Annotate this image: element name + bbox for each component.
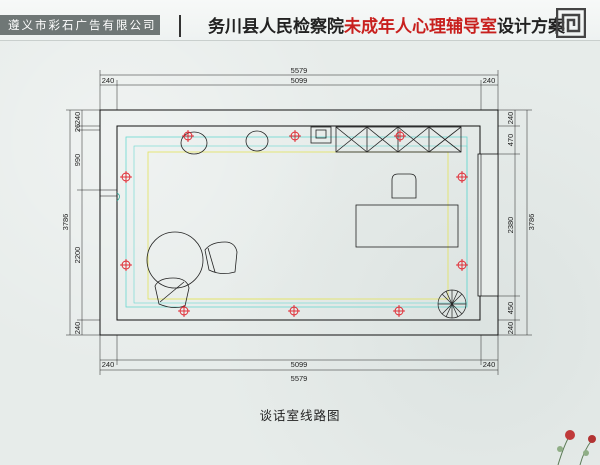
dim-left-a: 240 (73, 112, 82, 125)
socket-icon (456, 259, 468, 271)
dim-left-total: 3786 (61, 214, 70, 231)
dim-right-d: 450 (506, 302, 515, 315)
socket-icon (182, 130, 194, 142)
title-suffix: 设计方案 (497, 17, 565, 37)
dim-left-d: 2200 (73, 247, 82, 264)
fret-logo-icon (556, 8, 586, 38)
dim-top-middle: 5099 (291, 76, 308, 85)
dimension-text: 5579 240 5099 240 240 5099 240 5579 3786… (61, 66, 536, 383)
socket-icon (120, 171, 132, 183)
dim-right-e: 240 (506, 322, 515, 335)
dim-left-e: 240 (73, 322, 82, 335)
title-highlight: 未成年人心理辅导室 (344, 17, 497, 37)
plant-icon (437, 289, 467, 319)
dim-left-c: 990 (73, 154, 82, 167)
header-bar: 遵义市彩石广告有限公司 务川县人民检察院未成年人心理辅导室设计方案 (0, 0, 600, 41)
diagram-caption: 谈话室线路图 (259, 408, 341, 423)
socket-icon (178, 305, 190, 317)
flower-decoration-icon (557, 430, 596, 465)
socket-icon (289, 130, 301, 142)
room-walls (99, 109, 499, 336)
title-prefix: 务川县人民检察院 (208, 17, 344, 37)
dim-bottom-left: 240 (102, 360, 115, 369)
dim-right-b: 470 (506, 134, 515, 147)
wiring-lines (125, 136, 468, 308)
dimension-lines (66, 70, 532, 375)
dim-right-a: 240 (506, 112, 515, 125)
socket-icon (120, 259, 132, 271)
dim-bottom-middle: 5099 (291, 360, 308, 369)
dim-left-b: 26 (73, 124, 82, 132)
dim-top-left: 240 (102, 76, 115, 85)
title-divider (179, 15, 181, 37)
dim-right-total: 3786 (527, 214, 536, 231)
company-name: 遵义市彩石广告有限公司 (0, 15, 160, 35)
socket-icon (288, 305, 300, 317)
page-title: 务川县人民检察院未成年人心理辅导室设计方案 (208, 12, 565, 37)
dim-right-c: 2380 (506, 217, 515, 234)
sockets (120, 130, 468, 317)
dim-bottom-right: 240 (483, 360, 496, 369)
socket-icon (456, 171, 468, 183)
furniture (146, 126, 462, 308)
socket-icon (393, 305, 405, 317)
dim-top-total: 5579 (291, 66, 308, 75)
dim-bottom-total: 5579 (291, 374, 308, 383)
socket-icon (394, 130, 406, 142)
dim-top-right: 240 (483, 76, 496, 85)
